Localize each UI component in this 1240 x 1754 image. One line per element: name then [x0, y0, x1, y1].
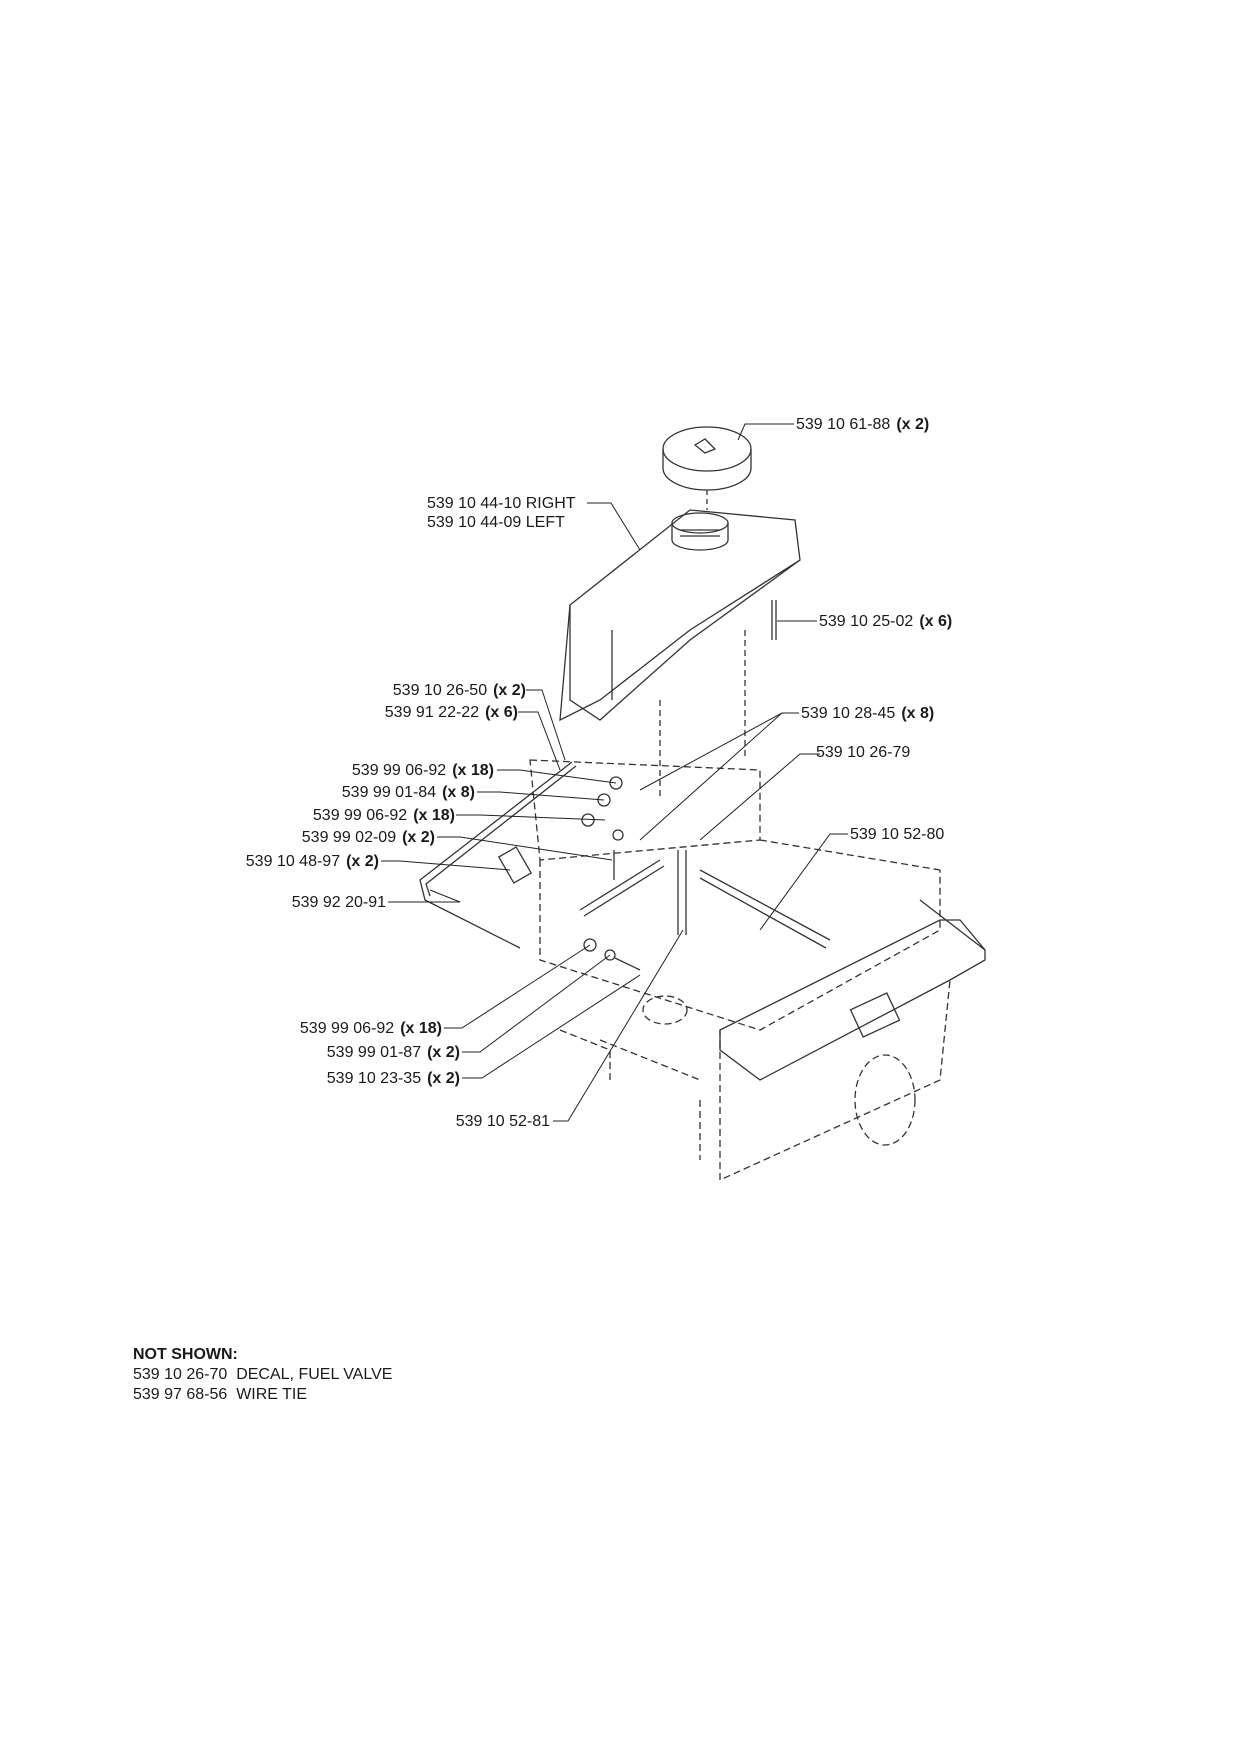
callout-c5: 539 99 06-92 (x 18) [352, 761, 494, 780]
not-shown-title: NOT SHOWN: [133, 1346, 238, 1363]
not-shown-part: 539 10 26-70 [133, 1366, 228, 1383]
callout-c6: 539 99 01-84 (x 8) [342, 783, 475, 802]
callout-c8: 539 99 02-09 (x 2) [302, 828, 435, 847]
part-qty: (x 2) [896, 416, 930, 433]
part-number: 539 99 06-92 [299, 1020, 395, 1037]
part-number: 539 99 06-92 [312, 807, 408, 824]
part-number: 539 10 52-80 [850, 826, 945, 843]
part-number: 539 99 02-09 [301, 829, 397, 846]
leader-lines [381, 423, 848, 1122]
part-number: 539 10 26-50 [392, 682, 488, 699]
fuel-cap-drawing [662, 426, 752, 510]
part-number: 539 91 22-22 [384, 704, 480, 721]
not-shown-item: 539 10 26-70 DECAL, FUEL VALVE [133, 1365, 392, 1385]
callout-c15: 539 10 52-81 [456, 1112, 550, 1131]
not-shown-list: NOT SHOWN: 539 10 26-70 DECAL, FUEL VALV… [133, 1345, 392, 1405]
callout-c11: 539 92 20-91 [292, 893, 386, 912]
part-qty: (x 6) [485, 704, 518, 721]
part-number: 539 10 52-81 [455, 1113, 550, 1130]
not-shown-desc: WIRE TIE [236, 1386, 308, 1403]
callout-c10: 539 10 48-97 (x 2) [246, 852, 379, 871]
hardware-drawing [581, 776, 641, 971]
part-number: 539 10 48-97 [245, 853, 341, 870]
part-qty: (x 2) [402, 829, 435, 846]
callout-c9: 539 10 52-80 [850, 825, 944, 844]
not-shown-desc: DECAL, FUEL VALVE [236, 1366, 393, 1383]
callout-c3: 539 10 28-45 (x 8) [801, 704, 934, 723]
part-qty: (x 6) [919, 613, 953, 630]
not-shown-item: 539 97 68-56 WIRE TIE [133, 1385, 392, 1405]
part-number: 539 10 26-79 [816, 744, 911, 761]
part-number: 539 99 06-92 [351, 762, 447, 779]
part-number: 539 10 23-35 [326, 1070, 422, 1087]
part-number: 539 99 01-87 [326, 1044, 422, 1061]
part-qty: (x 8) [901, 705, 935, 722]
part-number: 539 92 20-91 [291, 894, 386, 911]
callout-c4: 539 10 26-79 [816, 743, 910, 762]
part-qty: (x 18) [400, 1020, 442, 1037]
part-qty: (x 2) [427, 1070, 460, 1087]
part-qty: (x 8) [442, 784, 475, 801]
callout-c14: 539 10 23-35 (x 2) [327, 1069, 460, 1088]
callout-c1: 539 10 26-50 (x 2) [393, 681, 526, 700]
fuel-tank-drawing [559, 509, 801, 800]
callout-c7: 539 99 06-92 (x 18) [313, 806, 455, 825]
callout-tank: 539 10 44-10 RIGHT 539 10 44-09 LEFT [427, 494, 576, 532]
part-qty: (x 2) [346, 853, 379, 870]
side-plate-drawing [719, 899, 986, 1081]
callout-c12: 539 99 06-92 (x 18) [300, 1019, 442, 1038]
rod-drawing [579, 850, 831, 949]
part-qty: (x 18) [413, 807, 455, 824]
frame-drawing [529, 759, 951, 1182]
part-number: 539 10 25-02 [819, 613, 914, 630]
part-number-alt: 539 10 44-09 LEFT [427, 514, 565, 531]
callout-c2: 539 91 22-22 (x 6) [385, 703, 518, 722]
stud-drawing [771, 600, 777, 640]
part-qty: (x 18) [452, 762, 494, 779]
part-number: 539 10 28-45 [801, 705, 896, 722]
not-shown-part: 539 97 68-56 [133, 1386, 228, 1403]
part-number: 539 10 44-10 RIGHT [427, 495, 576, 512]
callout-stud: 539 10 25-02 (x 6) [819, 612, 952, 631]
callout-cap: 539 10 61-88 (x 2) [796, 415, 929, 434]
part-number: 539 10 61-88 [796, 416, 891, 433]
part-qty: (x 2) [427, 1044, 460, 1061]
part-number: 539 99 01-84 [341, 784, 437, 801]
callout-c13: 539 99 01-87 (x 2) [327, 1043, 460, 1062]
part-qty: (x 2) [493, 682, 526, 699]
